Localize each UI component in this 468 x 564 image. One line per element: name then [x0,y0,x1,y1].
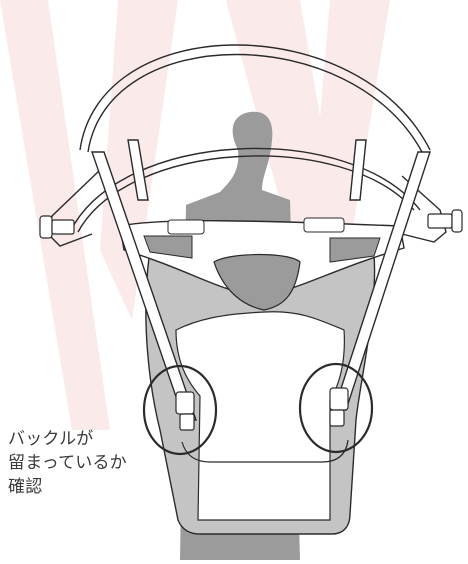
circle-highlight-icon-left [142,364,218,456]
circle-highlight-icon-right [298,362,374,454]
side-knob-right [427,209,463,233]
buckle-icon-left [175,391,195,431]
buckle-icon-right [329,387,349,427]
side-knob-left [39,215,75,239]
buckle-check-callout: バックルが 留まっているか 確認 [8,429,127,497]
harness-pad [119,217,405,535]
